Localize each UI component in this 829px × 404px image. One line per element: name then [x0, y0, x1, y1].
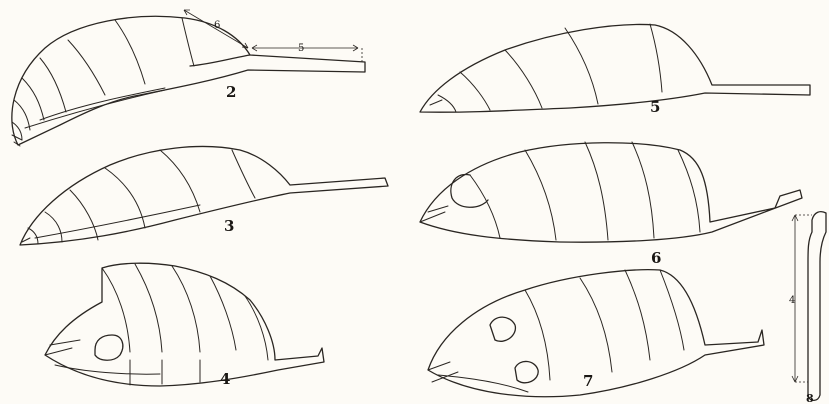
figure-5-abdomen: 5 [420, 24, 810, 116]
figure-4-abdomen: 4 [45, 263, 324, 388]
figure-2-abdomen: 6 5 2 [12, 10, 365, 146]
figure-4-label: 4 [220, 370, 230, 388]
figure-3-label: 3 [224, 217, 234, 235]
figure-3-abdomen: 3 [20, 146, 388, 245]
figure-6-label: 6 [651, 249, 661, 267]
figure-8-length-dimension: 4 [789, 295, 795, 306]
figure-2-label: 2 [226, 83, 236, 101]
figure-2-segment-dimension: 6 [214, 20, 220, 31]
figure-7-label: 7 [583, 372, 593, 390]
figure-2-shaft-dimension: 5 [298, 43, 304, 54]
figure-5-label: 5 [650, 98, 660, 116]
figure-6-abdomen: 6 [420, 142, 802, 267]
figure-8-label: 8 [806, 392, 814, 404]
figure-7-abdomen: 7 [428, 270, 764, 397]
figure-8-appendage: 4 8 [789, 212, 826, 404]
